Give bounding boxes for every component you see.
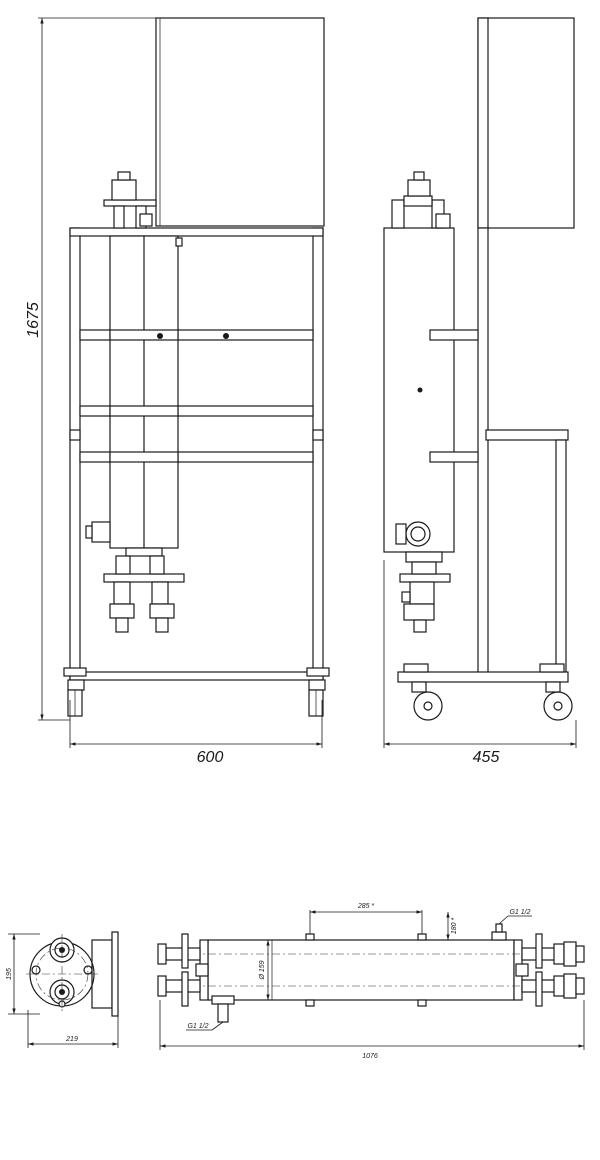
end-view-dimensions [8,933,119,1048]
front-width-dimension: 600 [197,749,224,766]
front-view [63,17,330,717]
side-caster-left [413,691,443,721]
long-view-length-dimension: 1076 [362,1053,378,1060]
front-height-dimension: 1675 [25,302,42,338]
bottom-thread-label: G1 1/2 [187,1023,208,1030]
front-frame-right-post [312,227,324,681]
end-view-height-dimension: 195 [6,968,13,980]
end-view-width-dimension: 219 [65,1036,78,1043]
long-view-diameter-dimension: Ø 159 [259,960,266,980]
long-view-body [207,939,515,1001]
front-control-cabinet [155,17,325,227]
side-caster-right [543,691,573,721]
end-view [26,931,119,1017]
long-view-offset-dimension: 180 * [451,918,458,935]
front-frame-left-post [69,227,81,681]
long-view-spacing-dimension: 285 * [357,903,375,910]
side-control-cabinet [477,17,575,229]
side-view [383,17,575,721]
side-frame-post [477,227,489,681]
side-dimensions [383,560,577,748]
top-thread-label: G1 1/2 [509,909,530,916]
front-dimensions [38,17,323,748]
long-view-dimensions [159,910,585,1050]
long-view [157,923,585,1023]
side-depth-dimension: 455 [473,749,500,766]
